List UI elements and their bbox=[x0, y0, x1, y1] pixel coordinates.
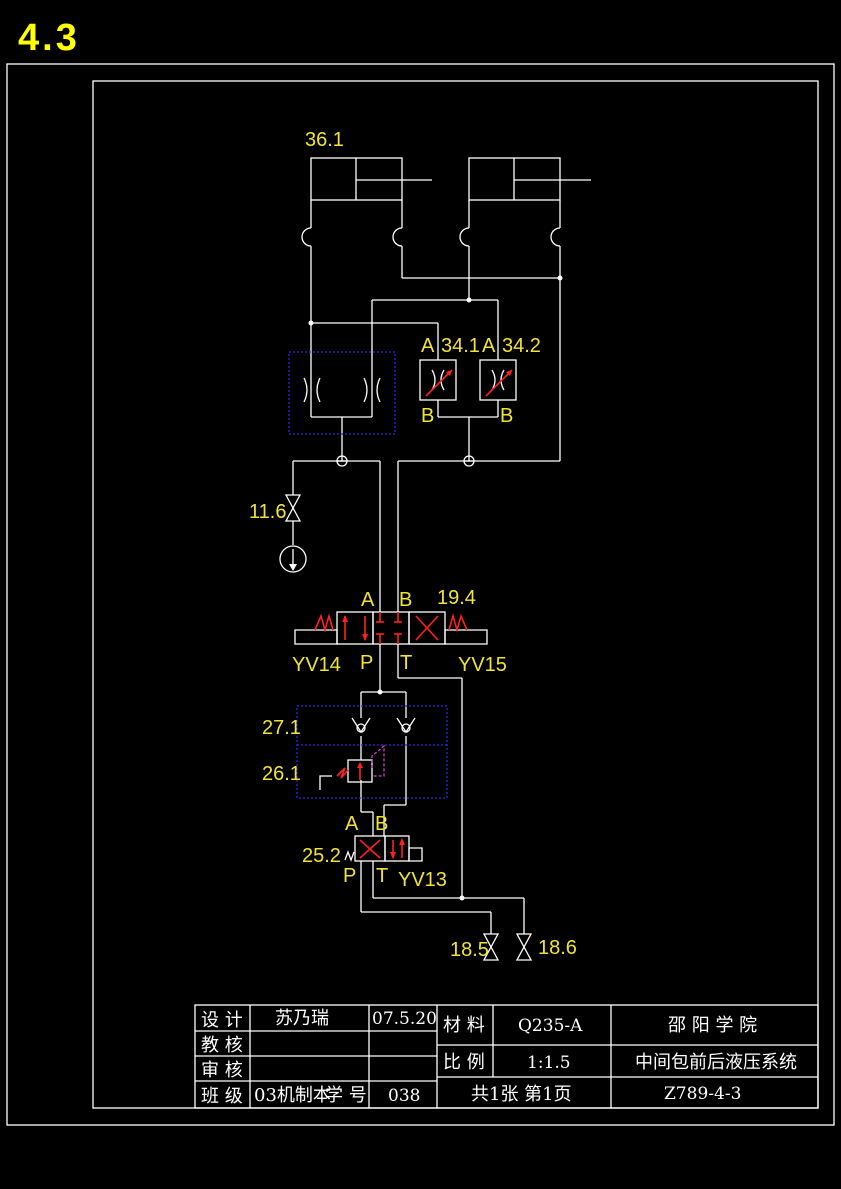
label-a-34-2: A bbox=[482, 335, 496, 357]
label-class: 班 级 bbox=[201, 1086, 243, 1107]
label-flow-34-1: 34.1 bbox=[441, 335, 480, 357]
piping-upper bbox=[292, 275, 563, 612]
label-valve-19-4: 19.4 bbox=[437, 587, 476, 609]
flow-valve-34-1 bbox=[419, 359, 457, 401]
label-check-27-1: 27.1 bbox=[262, 717, 301, 739]
label-p-19-4: P bbox=[360, 652, 373, 674]
directional-valve-25-2 bbox=[344, 835, 423, 862]
label-b-19-4: B bbox=[399, 589, 412, 611]
drawing-title: 中间包前后液压系统 bbox=[635, 1052, 797, 1073]
label-flow-34-2: 34.2 bbox=[502, 335, 541, 357]
relief-valve-26-1 bbox=[319, 744, 385, 790]
cylinder-left bbox=[301, 157, 432, 323]
cylinder-right bbox=[459, 157, 591, 461]
outer-border bbox=[6, 63, 835, 1126]
student-no: 038 bbox=[388, 1086, 420, 1106]
flow-valve-34-2 bbox=[479, 359, 517, 401]
label-material: 材 料 bbox=[443, 1015, 485, 1036]
label-b-34-2: B bbox=[500, 405, 513, 427]
label-a-34-1: A bbox=[421, 335, 435, 357]
label-valve-11-6: 11.6 bbox=[249, 501, 286, 523]
label-p-25-2: P bbox=[343, 865, 356, 887]
sheet-heading: 4.3 bbox=[18, 17, 80, 59]
school-name: 邵 阳 学 院 bbox=[668, 1015, 757, 1036]
shutoff-valve-18-6 bbox=[515, 933, 533, 961]
label-review: 审 核 bbox=[201, 1060, 243, 1081]
throttle-block bbox=[288, 351, 396, 435]
shutoff-valve-18-5 bbox=[482, 933, 500, 961]
label-yv15: YV15 bbox=[458, 654, 507, 676]
piping-lower bbox=[360, 861, 525, 934]
check-valve-block-27-1 bbox=[296, 705, 448, 799]
shutoff-valve-11-6 bbox=[284, 494, 302, 545]
label-b-25-2: B bbox=[375, 813, 388, 835]
label-a-19-4: A bbox=[361, 589, 375, 611]
label-yv13: YV13 bbox=[398, 869, 447, 891]
label-teach-check: 教 核 bbox=[201, 1035, 243, 1056]
pressure-gauge bbox=[279, 545, 307, 573]
class-value: 03机制本 bbox=[254, 1085, 331, 1106]
label-t-19-4: T bbox=[400, 652, 412, 674]
material-value: Q235-A bbox=[518, 1016, 583, 1036]
scale-value: 1:1.5 bbox=[527, 1053, 571, 1073]
directional-valve-19-4 bbox=[294, 611, 488, 645]
title-block bbox=[194, 1004, 819, 1109]
label-valve-18-6: 18.6 bbox=[538, 937, 577, 959]
label-relief-26-1: 26.1 bbox=[262, 763, 301, 785]
designer-name: 苏乃瑞 bbox=[275, 1008, 329, 1029]
label-yv14: YV14 bbox=[292, 654, 341, 676]
label-student-no: 学 号 bbox=[325, 1085, 367, 1106]
label-b-34-1: B bbox=[421, 405, 434, 427]
label-design: 设 计 bbox=[201, 1010, 243, 1031]
label-t-25-2: T bbox=[376, 865, 388, 887]
sheet-count: 共1张 第1页 bbox=[471, 1084, 572, 1105]
piping-middle bbox=[360, 644, 463, 898]
drawing-number: Z789-4-3 bbox=[664, 1084, 741, 1104]
label-scale: 比 例 bbox=[443, 1052, 485, 1073]
label-valve-18-5: 18.5 bbox=[450, 939, 489, 961]
label-a-25-2: A bbox=[345, 813, 359, 835]
design-date: 07.5.20 bbox=[372, 1009, 437, 1029]
label-valve-25-2: 25.2 bbox=[302, 845, 341, 867]
label-cylinder: 36.1 bbox=[305, 129, 344, 151]
